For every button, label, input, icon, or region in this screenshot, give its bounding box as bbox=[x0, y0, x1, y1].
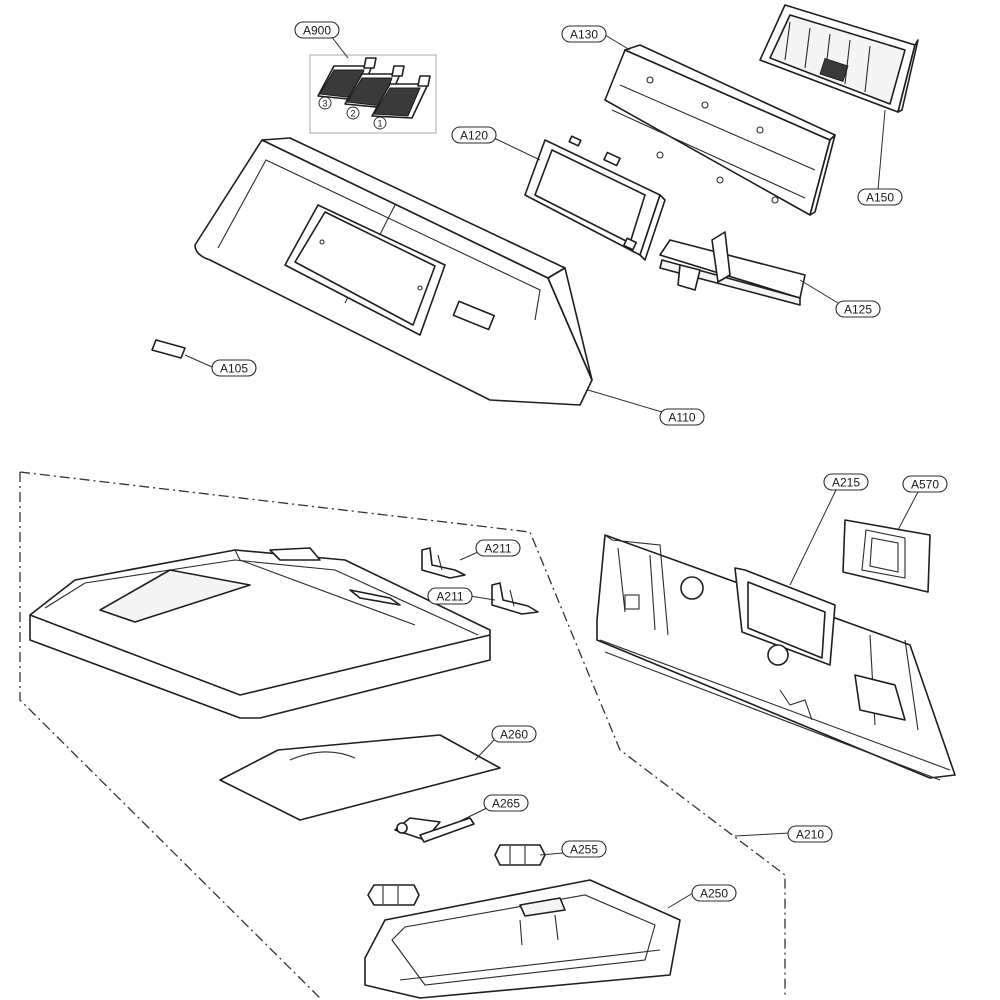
part-a250-lower-frame bbox=[364, 879, 681, 999]
part-a211-hinge-upper bbox=[421, 547, 466, 579]
svg-text:A125: A125 bbox=[844, 303, 872, 317]
svg-text:A570: A570 bbox=[911, 478, 939, 492]
svg-text:A110: A110 bbox=[668, 411, 695, 425]
a900-kit-frame bbox=[309, 54, 437, 134]
callout-a255: A255 bbox=[561, 840, 607, 858]
leader-lines bbox=[184, 34, 919, 909]
part-a570-cover bbox=[842, 519, 931, 593]
callout-a125: A125 bbox=[835, 300, 881, 318]
part-a110-control-panel bbox=[194, 137, 593, 406]
svg-text:A255: A255 bbox=[570, 843, 598, 857]
part-a255-hinge-left bbox=[367, 884, 420, 906]
part-a255-hinge-right bbox=[494, 844, 546, 866]
callout-a210: A210 bbox=[787, 825, 833, 843]
svg-text:A265: A265 bbox=[492, 797, 520, 811]
svg-text:A250: A250 bbox=[700, 887, 728, 901]
callout-a250: A250 bbox=[691, 884, 737, 902]
a900-button-1 bbox=[371, 75, 431, 119]
part-a900-button-kit: 3 2 1 bbox=[309, 54, 437, 134]
callout-a211-lower: A211 bbox=[427, 587, 473, 605]
kit-number-3: 3 bbox=[318, 96, 332, 110]
callout-a105: A105 bbox=[211, 359, 257, 377]
callout-a150: A150 bbox=[857, 188, 903, 206]
callout-a265: A265 bbox=[483, 794, 529, 812]
svg-text:1: 1 bbox=[377, 119, 382, 129]
part-a150-cover bbox=[759, 4, 919, 113]
callout-a110: A110 bbox=[659, 408, 705, 426]
svg-text:A215: A215 bbox=[832, 476, 860, 490]
svg-text:A130: A130 bbox=[570, 28, 598, 42]
svg-text:2: 2 bbox=[350, 109, 355, 119]
svg-text:3: 3 bbox=[322, 99, 327, 109]
svg-text:A211: A211 bbox=[484, 542, 511, 556]
svg-text:A900: A900 bbox=[303, 24, 331, 38]
svg-text:A105: A105 bbox=[220, 362, 248, 376]
callout-a215: A215 bbox=[823, 473, 869, 491]
svg-text:A211: A211 bbox=[436, 590, 463, 604]
callout-a211-upper: A211 bbox=[475, 539, 521, 557]
part-a265-hinge-pin bbox=[394, 817, 475, 843]
group-boundary-a210 bbox=[19, 471, 786, 999]
callout-a130: A130 bbox=[561, 25, 607, 43]
kit-number-2: 2 bbox=[346, 106, 360, 120]
callout-a570: A570 bbox=[902, 475, 948, 493]
part-a130-pcb-housing bbox=[604, 44, 836, 216]
part-a105-clip bbox=[151, 339, 186, 359]
kit-number-1: 1 bbox=[373, 116, 387, 130]
callout-a120: A120 bbox=[451, 126, 497, 144]
part-a260-lid-panel bbox=[219, 734, 501, 821]
part-a120-display-board bbox=[524, 135, 666, 261]
svg-text:A120: A120 bbox=[460, 129, 488, 143]
part-a210-top-lid bbox=[29, 547, 491, 719]
svg-text:A210: A210 bbox=[796, 828, 824, 842]
svg-text:A150: A150 bbox=[866, 191, 894, 205]
callout-a900: A900 bbox=[294, 21, 340, 39]
svg-text:A260: A260 bbox=[500, 728, 528, 742]
part-a125-bracket bbox=[659, 231, 806, 306]
part-a211-hinge-lower bbox=[491, 582, 539, 615]
part-a215-rear-panel bbox=[596, 534, 956, 781]
callout-a260: A260 bbox=[491, 725, 537, 743]
